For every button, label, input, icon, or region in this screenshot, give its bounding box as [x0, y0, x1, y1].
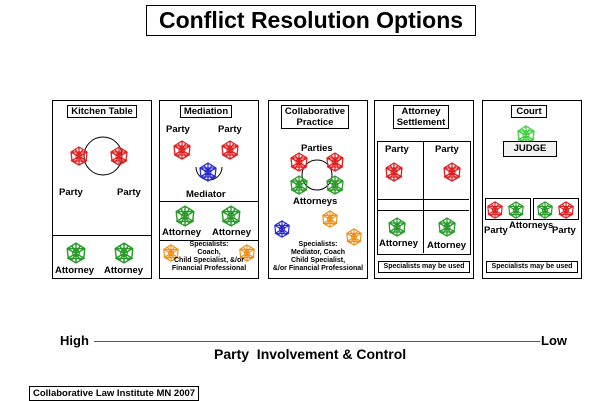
- court-table-left: [485, 198, 531, 220]
- panel-title-settlement: Attorney Settlement: [393, 105, 449, 129]
- scale-low-label: Low: [541, 333, 567, 348]
- specialists-note: Specialists may be used: [378, 261, 470, 273]
- attorney-figure-left: [65, 242, 87, 264]
- party-figure-right: [109, 146, 129, 166]
- label-attorney-left: Attorney: [55, 265, 95, 276]
- label-attorney-left: Attorney: [162, 227, 202, 238]
- specialists-note: Specialists may be used: [486, 261, 578, 273]
- page-title: Conflict Resolution Options: [146, 5, 476, 36]
- panel-mediation: Mediation Party Party Mediator Attorney …: [159, 100, 259, 279]
- mediator-figure: [198, 162, 218, 182]
- panel-kitchen-table: Kitchen Table Party Party Attorney Attor…: [52, 100, 152, 279]
- label-attorney-right: Attorney: [104, 265, 144, 276]
- panel-court: Court JUDGE Party Attorneys Party Specia…: [482, 100, 582, 279]
- specialists-text: Specialists: Coach, Child Specialist, &/…: [171, 241, 247, 272]
- label-party-right: Party: [552, 225, 576, 236]
- party-figure-left: [69, 146, 89, 166]
- scale-high-label: High: [60, 333, 89, 348]
- collab-circle: [301, 159, 333, 191]
- label-party-right: Party: [117, 187, 141, 198]
- judge-bench: JUDGE: [503, 141, 557, 157]
- label-party-right: Party: [435, 144, 459, 155]
- settlement-divider: [423, 141, 424, 253]
- attorney-figure-right: [220, 205, 242, 227]
- attorney-figure-right: [437, 217, 457, 237]
- scale-axis-label: Party Involvement & Control: [214, 346, 407, 362]
- panel-title-kitchen-table: Kitchen Table: [67, 105, 137, 118]
- attorney-figure-left: [289, 175, 309, 195]
- label-parties: Parties: [301, 143, 333, 154]
- party-figure-left: [289, 152, 309, 172]
- court-table-right: [533, 198, 579, 220]
- party-figure-left: [384, 162, 404, 182]
- label-party-left: Party: [484, 225, 508, 236]
- attorney-box: [52, 235, 152, 279]
- attorney-figure-left: [387, 217, 407, 237]
- panel-attorney-settlement: Attorney Settlement Party Party Attorney…: [374, 100, 474, 279]
- attorney-box: [159, 201, 259, 241]
- label-mediator: Mediator: [186, 189, 226, 200]
- party-figure-left: [172, 140, 192, 160]
- settlement-bar: [377, 199, 469, 211]
- label-party-right: Party: [218, 124, 242, 135]
- panel-collaborative-practice: Collaborative Practice Parties Attorneys…: [268, 100, 368, 279]
- specialist-figure-top: [321, 210, 339, 228]
- label-attorney-right: Attorney: [427, 240, 467, 251]
- label-attorney-left: Attorney: [379, 238, 419, 249]
- label-party-left: Party: [385, 144, 409, 155]
- panel-title-court: Court: [511, 105, 547, 118]
- attorney-figure-right: [113, 242, 135, 264]
- attorney-figure-right: [325, 175, 345, 195]
- panel-title-mediation: Mediation: [180, 105, 232, 118]
- settlement-grid: [377, 141, 471, 255]
- label-attorneys: Attorneys: [293, 196, 338, 207]
- panel-title-collaborative: Collaborative Practice: [281, 105, 349, 129]
- attorney-figure-left: [174, 205, 196, 227]
- label-attorneys: Attorneys: [509, 220, 554, 231]
- label-party-left: Party: [166, 124, 190, 135]
- party-figure-right: [557, 201, 575, 219]
- label-attorney-right: Attorney: [212, 227, 252, 238]
- credit-label: Collaborative Law Institute MN 2007: [29, 386, 200, 401]
- party-figure-left: [486, 201, 504, 219]
- party-figure-right: [442, 162, 462, 182]
- party-figure-right: [325, 152, 345, 172]
- label-party-left: Party: [59, 187, 83, 198]
- mediator-figure: [273, 220, 291, 238]
- scale-axis-line: [94, 341, 540, 342]
- attorney-figure-right: [536, 201, 554, 219]
- specialists-text: Specialists: Mediator, Coach Child Speci…: [272, 241, 364, 272]
- attorney-figure-left: [507, 201, 525, 219]
